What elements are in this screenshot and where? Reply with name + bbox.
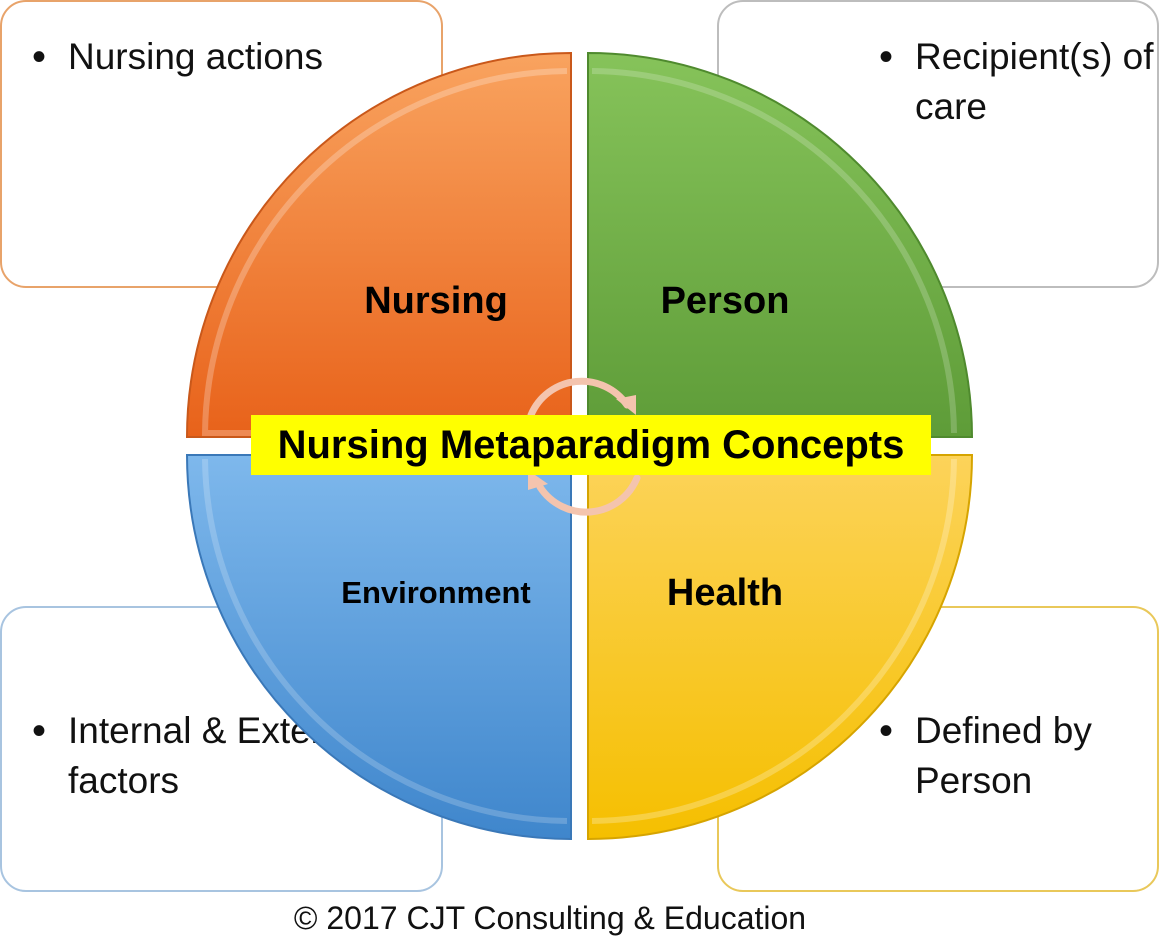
nursing-quadrant <box>185 51 572 438</box>
nursing-label: Nursing <box>364 280 508 322</box>
person-quadrant <box>587 51 974 438</box>
health-note-text: Defined by Person <box>879 706 1157 806</box>
copyright-text: © 2017 CJT Consulting & Education <box>293 900 807 936</box>
center-title: Nursing Metaparadigm Concepts <box>251 415 931 475</box>
person-label: Person <box>661 280 790 322</box>
cycle-arrows-icon <box>527 377 641 516</box>
environment-label: Environment <box>341 575 530 610</box>
health-label: Health <box>667 572 783 614</box>
person-note-text: Recipient(s) of care <box>879 32 1157 132</box>
health-quadrant <box>587 454 974 841</box>
environment-quadrant <box>185 454 572 841</box>
nursing-note-text: Nursing actions <box>32 32 441 82</box>
